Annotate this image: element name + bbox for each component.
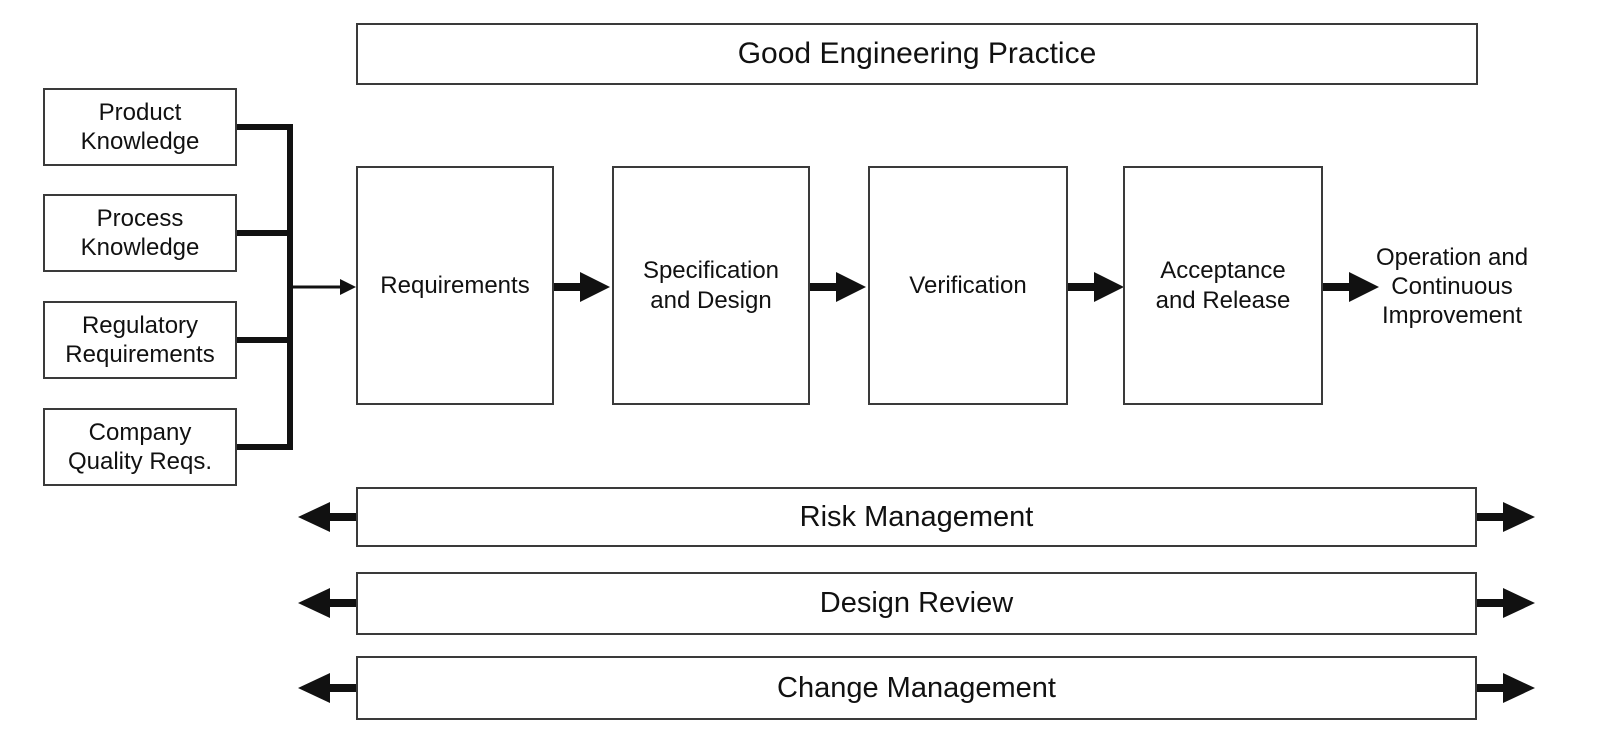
bar-arrow-right-icon xyxy=(1477,502,1535,532)
connector-line xyxy=(237,337,293,343)
stage-box-verification: Verification xyxy=(868,166,1068,405)
support-bar-change-management: Change Management xyxy=(356,656,1477,720)
trunk-line xyxy=(287,124,293,450)
bar-arrow-left-icon xyxy=(298,588,356,618)
input-box-process-knowledge: Process Knowledge xyxy=(43,194,237,272)
connector-line xyxy=(237,230,293,236)
outcome-label-line: Continuous xyxy=(1391,273,1513,300)
support-bar-design-review: Design Review xyxy=(356,572,1477,635)
stage-box-specification-and-design: Specification and Design xyxy=(612,166,810,405)
input-flow-arrow-shaft xyxy=(293,285,341,289)
support-bar-label: Design Review xyxy=(819,587,1014,619)
outcome-label-line: Improvement xyxy=(1381,302,1523,329)
input-box-product-knowledge: Product Knowledge xyxy=(43,88,237,166)
input-box-label-line: Product xyxy=(98,99,182,126)
stage-box-requirements: Requirements xyxy=(356,166,554,405)
bar-arrow-left-icon xyxy=(298,502,356,532)
bar-arrow-right-icon xyxy=(1477,673,1535,703)
support-bar-label: Risk Management xyxy=(799,500,1034,533)
input-box-label-line: Process xyxy=(96,205,184,232)
banner-good-engineering-practice: Good Engineering Practice xyxy=(356,23,1478,85)
stage-box-label-line: Acceptance xyxy=(1160,256,1286,284)
input-box-regulatory-requirements: Regulatory Requirements xyxy=(43,301,237,379)
stage-box-label-line: Verification xyxy=(909,271,1027,299)
input-box-label-line: Company xyxy=(88,419,192,446)
flow-arrow-right-icon xyxy=(554,272,610,302)
stage-box-label-line: Requirements xyxy=(380,271,530,299)
flow-arrow-right-icon xyxy=(810,272,866,302)
bar-arrow-left-icon xyxy=(298,673,356,703)
connector-line xyxy=(237,444,293,450)
support-bar-risk-management: Risk Management xyxy=(356,487,1477,547)
outcome-operation-continuous-improvement: Operation and Continuous Improvement xyxy=(1352,243,1552,330)
support-bar-label: Change Management xyxy=(777,671,1056,704)
input-box-label-line: Quality Reqs. xyxy=(67,448,213,475)
bar-arrow-right-icon xyxy=(1477,588,1535,618)
input-box-label-line: Knowledge xyxy=(80,128,200,155)
flow-arrow-right-icon xyxy=(1323,272,1379,302)
stage-box-label-line: and Design xyxy=(650,286,772,314)
flow-arrow-right-icon xyxy=(1068,272,1124,302)
stage-box-acceptance-and-release: Acceptance and Release xyxy=(1123,166,1323,405)
input-flow-arrow-icon xyxy=(340,279,356,295)
input-box-label-line: Regulatory xyxy=(81,312,199,339)
stage-box-label-line: Specification xyxy=(642,256,780,284)
input-box-label-line: Knowledge xyxy=(80,234,200,261)
input-box-label-line: Requirements xyxy=(65,341,215,368)
connector-line xyxy=(237,124,293,130)
stage-box-label-line: and Release xyxy=(1155,286,1291,314)
banner-label: Good Engineering Practice xyxy=(737,37,1097,70)
outcome-label-line: Operation and xyxy=(1375,244,1529,271)
input-box-company-quality-reqs: Company Quality Reqs. xyxy=(43,408,237,486)
